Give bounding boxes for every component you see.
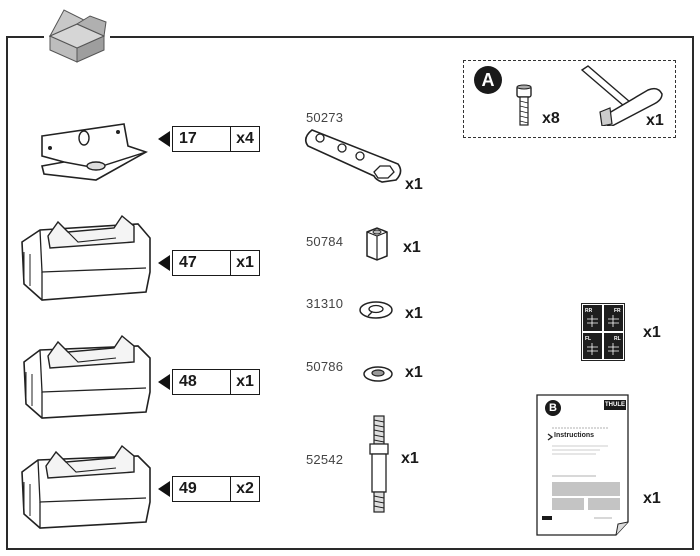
kit-a-screw-quantity: x8 — [542, 110, 560, 127]
pointer-arrow-48 — [158, 374, 170, 390]
part-ref-number: 48 — [173, 370, 231, 394]
instructions-badge: B — [549, 402, 557, 414]
part-number-52542: 52542 — [306, 452, 344, 467]
part-number-50784: 50784 — [306, 234, 344, 249]
foot-pad-48-illustration — [20, 334, 154, 427]
quantity-50784: x1 — [403, 239, 421, 256]
part-ref-number: 49 — [173, 477, 231, 501]
part-ref-box-47: 47 x1 — [172, 250, 260, 276]
quantity-31310: x1 — [405, 305, 423, 322]
instructions-booklet: B THULE Instructions — [536, 394, 630, 536]
spring-washer-illustration — [358, 300, 394, 325]
instructions-title: Instructions — [554, 432, 595, 439]
allen-screw-icon — [514, 84, 534, 133]
part-ref-number: 47 — [173, 251, 231, 275]
sticker-label-rl: RL — [614, 336, 621, 342]
sticker-label-fr: FR — [614, 308, 621, 314]
sticker-label-fl: FL — [585, 336, 591, 342]
washer-illustration — [362, 364, 394, 389]
hex-nut-illustration — [364, 226, 390, 267]
position-stickers-sheet: RR FR FL RL — [581, 303, 625, 366]
part-quantity: x1 — [236, 254, 254, 271]
wrench-plate-illustration — [302, 124, 406, 191]
package-box-icon — [44, 6, 110, 64]
part-ref-box-49: 49 x2 — [172, 476, 260, 502]
part-ref-box-17: 17 x4 — [172, 126, 260, 152]
quantity-50273: x1 — [405, 176, 423, 193]
part-quantity: x2 — [236, 480, 254, 497]
part-quantity: x4 — [236, 130, 254, 147]
sticker-label-rr: RR — [585, 308, 593, 314]
kit-a-dashed-box — [463, 60, 676, 138]
instructions-brand-logo: THULE — [605, 402, 625, 408]
part-ref-number: 17 — [173, 127, 231, 151]
foot-pad-47-illustration — [18, 212, 154, 309]
part-number-50786: 50786 — [306, 359, 344, 374]
pointer-arrow-47 — [158, 255, 170, 271]
kit-contents-frame — [6, 36, 694, 550]
bracket-17-illustration — [34, 116, 150, 191]
quantity-52542: x1 — [401, 450, 419, 467]
part-number-50273: 50273 — [306, 110, 344, 125]
pointer-arrow-17 — [158, 131, 170, 147]
foot-pad-49-illustration — [18, 444, 154, 537]
kit-a-badge: A — [474, 66, 502, 94]
instructions-quantity: x1 — [643, 490, 661, 507]
part-number-31310: 31310 — [306, 296, 344, 311]
quantity-50786: x1 — [405, 364, 423, 381]
kit-a-key-quantity: x1 — [646, 112, 664, 129]
threaded-bolt-illustration — [366, 414, 392, 519]
part-ref-box-48: 48 x1 — [172, 369, 260, 395]
stickers-quantity: x1 — [643, 324, 661, 341]
t-handle-allen-key-icon — [578, 64, 664, 131]
part-quantity: x1 — [236, 373, 254, 390]
pointer-arrow-49 — [158, 481, 170, 497]
